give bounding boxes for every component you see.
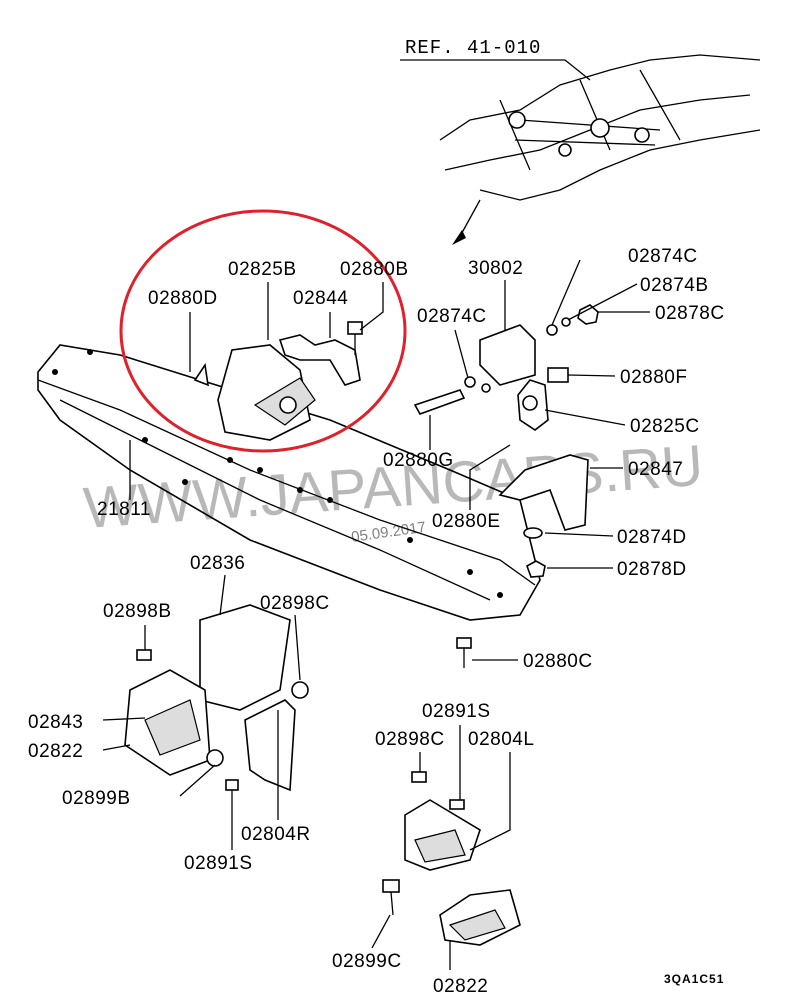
label-02878D: 02878D	[617, 559, 687, 580]
figure-code: 3QA1C51	[664, 972, 724, 986]
label-02880G: 02880G	[383, 450, 454, 471]
mount-02825B-assembly	[193, 321, 363, 441]
label-30802: 30802	[468, 258, 523, 279]
label-02891S-left: 02891S	[184, 853, 253, 874]
label-02874D: 02874D	[617, 527, 687, 548]
reference-leader	[400, 59, 591, 81]
part-labels: 02825B 02880B 02880D 02844 30802 02874C …	[28, 246, 725, 997]
label-02899C: 02899C	[332, 951, 402, 972]
label-02891S-right: 02891S	[422, 701, 491, 722]
label-21811: 21811	[97, 499, 151, 520]
label-02804R: 02804R	[241, 824, 311, 845]
label-02898C-left: 02898C	[260, 593, 330, 614]
label-02822-left: 02822	[28, 741, 83, 762]
label-02847: 02847	[628, 459, 683, 480]
label-02836: 02836	[190, 553, 245, 574]
mount-bottom-parts	[382, 771, 521, 946]
leader-lines	[102, 259, 650, 970]
label-02878C: 02878C	[655, 303, 725, 324]
label-02899B: 02899B	[62, 788, 131, 809]
label-02880E: 02880E	[432, 511, 501, 532]
label-02825C: 02825C	[630, 416, 700, 437]
label-02825B: 02825B	[228, 259, 297, 280]
label-02880F: 02880F	[620, 367, 687, 388]
label-02898C-right: 02898C	[375, 729, 445, 750]
label-02843: 02843	[28, 712, 83, 733]
crossmember-21811	[37, 344, 541, 621]
label-02880B: 02880B	[340, 259, 409, 280]
label-02874C-top: 02874C	[628, 246, 698, 267]
label-02844: 02844	[293, 288, 348, 309]
label-02880D: 02880D	[148, 288, 218, 309]
mount-right-parts	[413, 304, 599, 668]
label-02898B: 02898B	[103, 601, 172, 622]
mount-left-parts	[124, 604, 309, 792]
reference-label: REF. 41-010	[405, 37, 541, 59]
label-02804L: 02804L	[468, 729, 534, 750]
chassis-frame-reference	[439, 54, 761, 245]
label-02880C: 02880C	[523, 651, 593, 672]
highlight-circle	[119, 209, 407, 453]
label-02874B: 02874B	[640, 275, 709, 296]
label-02822-bottom: 02822	[433, 976, 488, 997]
label-02874C-left: 02874C	[417, 306, 487, 327]
